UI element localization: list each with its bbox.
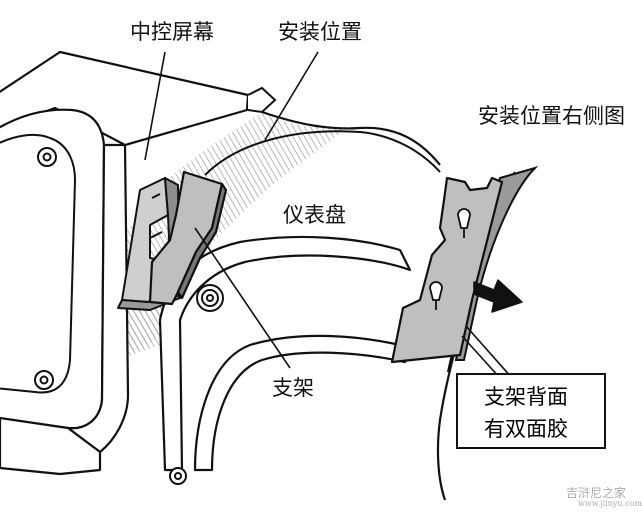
leader-bracket <box>194 227 291 369</box>
dashboard-hood-inner <box>204 130 441 176</box>
label-dashboard: 仪表盘 <box>283 203 346 227</box>
dash-notch <box>247 86 277 114</box>
side-bracket <box>390 176 504 364</box>
dashboard-hood <box>261 110 441 166</box>
tape-note-line-2: 有双面胶 <box>484 417 568 441</box>
leader-lines <box>144 51 319 369</box>
tape-note-box: 支架背面 有双面胶 <box>456 373 606 449</box>
watermark-name: 吉浒尼之家 <box>566 486 627 500</box>
dashboard-frame <box>158 235 412 472</box>
label-mount-position: 安装位置 <box>278 20 362 44</box>
note-leaders <box>461 325 513 379</box>
screen-screws <box>34 147 57 390</box>
tape-note-line-1: 支架背面 <box>484 385 568 409</box>
direction-arrow <box>473 279 523 313</box>
label-bracket: 支架 <box>272 376 314 400</box>
leader-mount-position <box>264 51 319 141</box>
watermark: 吉浒尼之家 www.jiinyu.com <box>566 484 642 510</box>
watermark-url: www.jiinyu.com <box>578 499 642 508</box>
label-center-screen: 中控屏幕 <box>130 20 214 44</box>
keyhole-slots <box>429 208 471 310</box>
display-glass <box>0 133 77 394</box>
center-screen-unit <box>0 50 250 476</box>
label-right-side-view: 安装位置右侧图 <box>478 104 625 128</box>
dashboard-screws <box>169 284 224 485</box>
side-view <box>390 165 539 501</box>
bracket-main-view <box>148 170 228 306</box>
leader-screen <box>144 51 166 161</box>
